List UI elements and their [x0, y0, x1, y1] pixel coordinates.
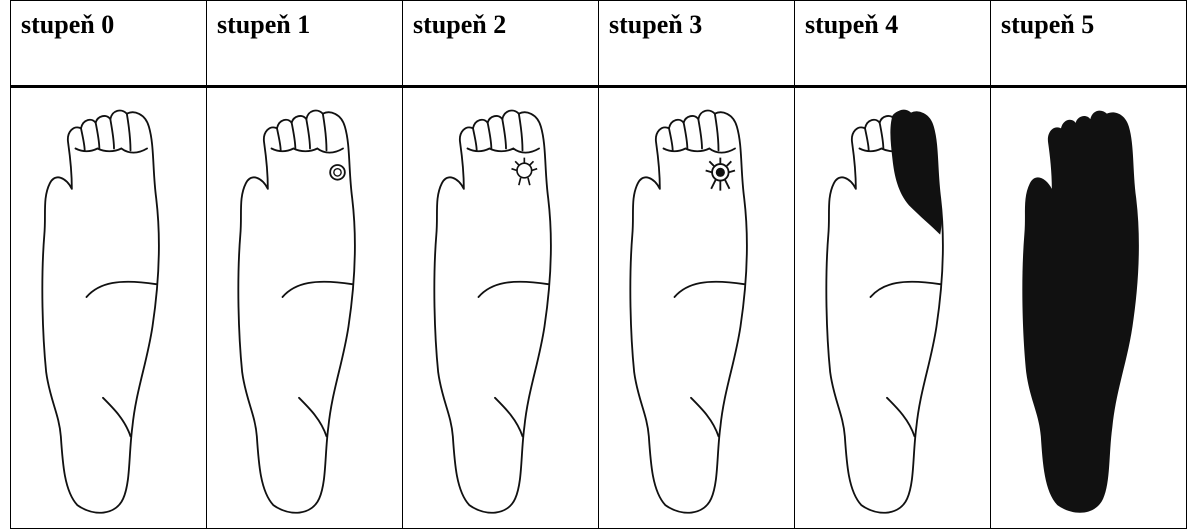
grade-label-1: stupeň 1: [207, 1, 402, 40]
grade-header-5: stupeň 5: [991, 1, 1187, 87]
grade-label-5: stupeň 5: [991, 1, 1186, 40]
grade-cell-0: [11, 87, 207, 529]
foot-sole-icon-grade-4: [795, 88, 990, 528]
grade-label-0: stupeň 0: [11, 1, 206, 40]
grade-cell-4: [795, 87, 991, 529]
grade-cell-1: [207, 87, 403, 529]
grade-label-2: stupeň 2: [403, 1, 598, 40]
wagner-grade-table: stupeň 0 stupeň 1 stupeň 2 stupeň 3 stup…: [10, 0, 1187, 529]
grade-cell-3: [599, 87, 795, 529]
foot-sole-icon-grade-0: [11, 88, 206, 528]
image-row: [11, 87, 1187, 529]
grade-cell-5: [991, 87, 1187, 529]
whole-foot-gangrene-icon: [1022, 111, 1139, 513]
header-row: stupeň 0 stupeň 1 stupeň 2 stupeň 3 stup…: [11, 1, 1187, 87]
grade-header-1: stupeň 1: [207, 1, 403, 87]
foot-sole-icon-grade-1: [207, 88, 402, 528]
foot-sole-icon-grade-3: [599, 88, 794, 528]
foot-sole-icon-grade-2: [403, 88, 598, 528]
grade-header-0: stupeň 0: [11, 1, 207, 87]
superficial-ulcer-icon: [330, 165, 345, 180]
grade-label-3: stupeň 3: [599, 1, 794, 40]
grade-label-4: stupeň 4: [795, 1, 990, 40]
grade-cell-2: [403, 87, 599, 529]
grade-header-2: stupeň 2: [403, 1, 599, 87]
grade-header-3: stupeň 3: [599, 1, 795, 87]
foot-sole-icon-grade-5: [991, 88, 1186, 528]
grade-header-4: stupeň 4: [795, 1, 991, 87]
